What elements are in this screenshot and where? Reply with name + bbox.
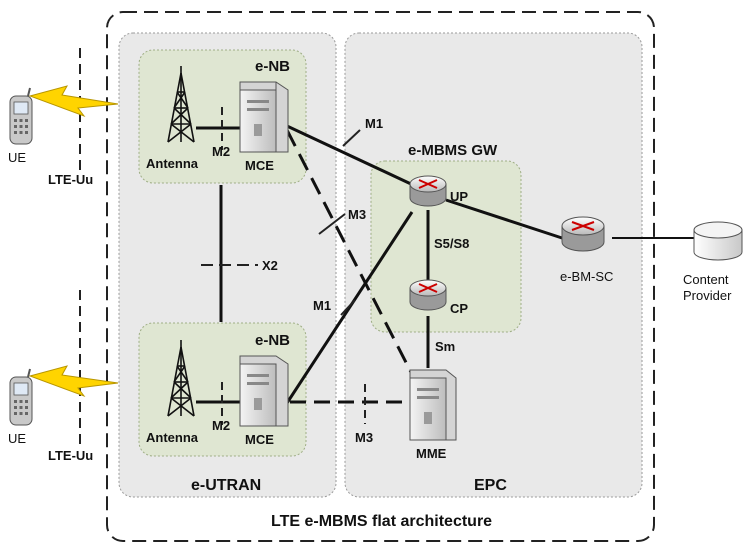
content-provider-icon (693, 221, 743, 261)
m3-upper-tick (318, 213, 346, 235)
m1-bottom-link (285, 211, 414, 404)
enb-bottom-title: e-NB (255, 332, 290, 349)
enb-top-title: e-NB (255, 58, 290, 75)
bmsc-label: e-BM-SC (560, 269, 613, 284)
content-provider-label-1: Content (683, 272, 729, 287)
ue-bottom-label: UE (8, 431, 26, 446)
eutran-title: e-UTRAN (191, 477, 261, 494)
lightning-bottom-icon (28, 365, 119, 398)
enb-top-antenna-label: Antenna (146, 156, 199, 171)
mce-top-server-icon (239, 81, 289, 153)
enb-top-mce-label: MCE (245, 158, 274, 173)
antenna-bottom-icon (167, 340, 195, 417)
gw-title: e-MBMS GW (408, 142, 498, 159)
epc-title: EPC (474, 477, 507, 494)
ue-top-label: UE (8, 150, 26, 165)
lightning-top-icon (28, 85, 119, 118)
x2-label: X2 (262, 258, 278, 273)
s5s8-label: S5/S8 (434, 236, 469, 251)
m1-top-link (286, 124, 412, 186)
m3-upper-label: M3 (348, 207, 366, 222)
outer-frame (106, 11, 655, 542)
sm-label: Sm (435, 339, 455, 354)
mce-bottom-server-icon (239, 355, 289, 427)
ue-bottom-phone-icon (9, 368, 33, 426)
enb-bottom-m2-label: M2 (212, 418, 230, 433)
mme-label: MME (416, 446, 447, 461)
mme-server-icon (409, 369, 457, 441)
cp-router-icon (409, 279, 447, 311)
up-router-icon (409, 175, 447, 207)
enb-bottom-mce-label: MCE (245, 432, 274, 447)
m1-bottom-label: M1 (313, 298, 331, 313)
m1-top-label: M1 (365, 116, 383, 131)
outer-title: LTE e-MBMS flat architecture (271, 513, 492, 530)
content-provider-label-2: Provider (683, 288, 732, 303)
bmsc-router-icon (561, 216, 605, 252)
m3-upper-link (285, 129, 417, 381)
enb-bottom-antenna-label: Antenna (146, 430, 199, 445)
m3-lower-label: M3 (355, 430, 373, 445)
lte-uu-bottom-label: LTE-Uu (48, 448, 93, 463)
antenna-top-icon (167, 66, 195, 143)
ue-top-phone-icon (9, 87, 33, 145)
lte-uu-top-label: LTE-Uu (48, 172, 93, 187)
m1-bottom-tick (340, 299, 356, 316)
cp-label: CP (450, 301, 468, 316)
gw-box (370, 160, 522, 333)
m1-top-tick (342, 129, 361, 147)
enb-top-m2-label: M2 (212, 144, 230, 159)
up-label: UP (450, 189, 468, 204)
up-bmsc-link (445, 198, 563, 240)
